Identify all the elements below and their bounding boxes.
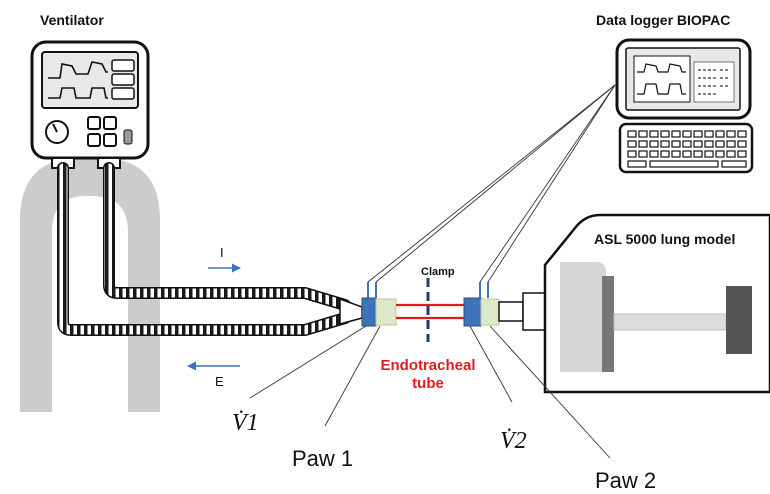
ventilator-device bbox=[30, 40, 150, 169]
clamp-label: Clamp bbox=[421, 266, 455, 278]
y-connector bbox=[339, 297, 363, 325]
endotracheal-tube bbox=[396, 303, 464, 320]
ventilator-label: Ventilator bbox=[40, 12, 104, 28]
sensor-2 bbox=[463, 282, 500, 327]
breathing-circuit-tubes bbox=[57, 162, 351, 336]
inspiration-label: I bbox=[220, 245, 224, 260]
flow-2-label: V̇2 bbox=[500, 428, 527, 454]
leader-lines bbox=[249, 325, 611, 459]
lung-connector bbox=[498, 301, 524, 322]
sensor-1 bbox=[361, 282, 397, 327]
lung-model-label: ASL 5000 lung model bbox=[594, 231, 735, 247]
lung-port bbox=[522, 292, 546, 331]
paw-2-label: Paw 2 bbox=[595, 468, 656, 493]
signal-cables bbox=[367, 84, 616, 283]
endotracheal-label-line2: tube bbox=[412, 375, 444, 392]
data-logger-label: Data logger BIOPAC bbox=[596, 12, 730, 28]
flow-1-label: V̇1 bbox=[232, 410, 259, 436]
data-logger-computer bbox=[615, 38, 754, 174]
paw-1-label: Paw 1 bbox=[292, 446, 353, 471]
endotracheal-label-line1: Endotracheal bbox=[380, 357, 475, 374]
expiration-label: E bbox=[215, 374, 224, 389]
lung-model-device bbox=[543, 213, 770, 394]
patient-arm-grey-shape bbox=[20, 158, 160, 412]
